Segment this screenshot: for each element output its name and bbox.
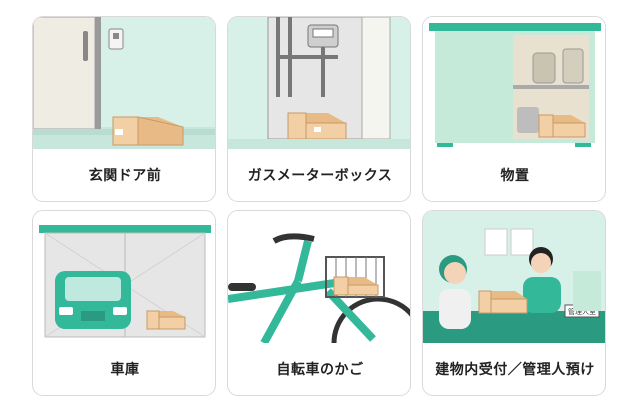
reception-icon: 管理人室 bbox=[423, 211, 605, 343]
option-card-front-door[interactable]: 玄関ドア前 bbox=[32, 16, 216, 202]
option-label: 車庫 bbox=[110, 362, 140, 378]
option-card-garage[interactable]: 車庫 bbox=[32, 210, 216, 396]
option-card-gas-meter-box[interactable]: ガスメーターボックス bbox=[227, 16, 411, 202]
reception-sign: 管理人室 bbox=[568, 307, 596, 316]
option-label: 自転車のかご bbox=[276, 362, 364, 378]
bicycle-basket-icon bbox=[228, 211, 410, 343]
option-card-bicycle-basket[interactable]: 自転車のかご bbox=[227, 210, 411, 396]
option-card-reception[interactable]: 管理人室 建物内受付／管理人預け bbox=[422, 210, 606, 396]
option-label: 玄関ドア前 bbox=[88, 168, 162, 184]
gas-meter-box-icon bbox=[228, 17, 410, 149]
option-card-storage-shed[interactable]: 物置 bbox=[422, 16, 606, 202]
garage-icon bbox=[33, 211, 215, 343]
front-door-icon bbox=[33, 17, 215, 149]
option-label: 物置 bbox=[500, 168, 530, 184]
option-label: 建物内受付／管理人預け bbox=[435, 362, 595, 378]
storage-shed-icon bbox=[423, 17, 605, 149]
option-label: ガスメーターボックス bbox=[247, 168, 393, 184]
